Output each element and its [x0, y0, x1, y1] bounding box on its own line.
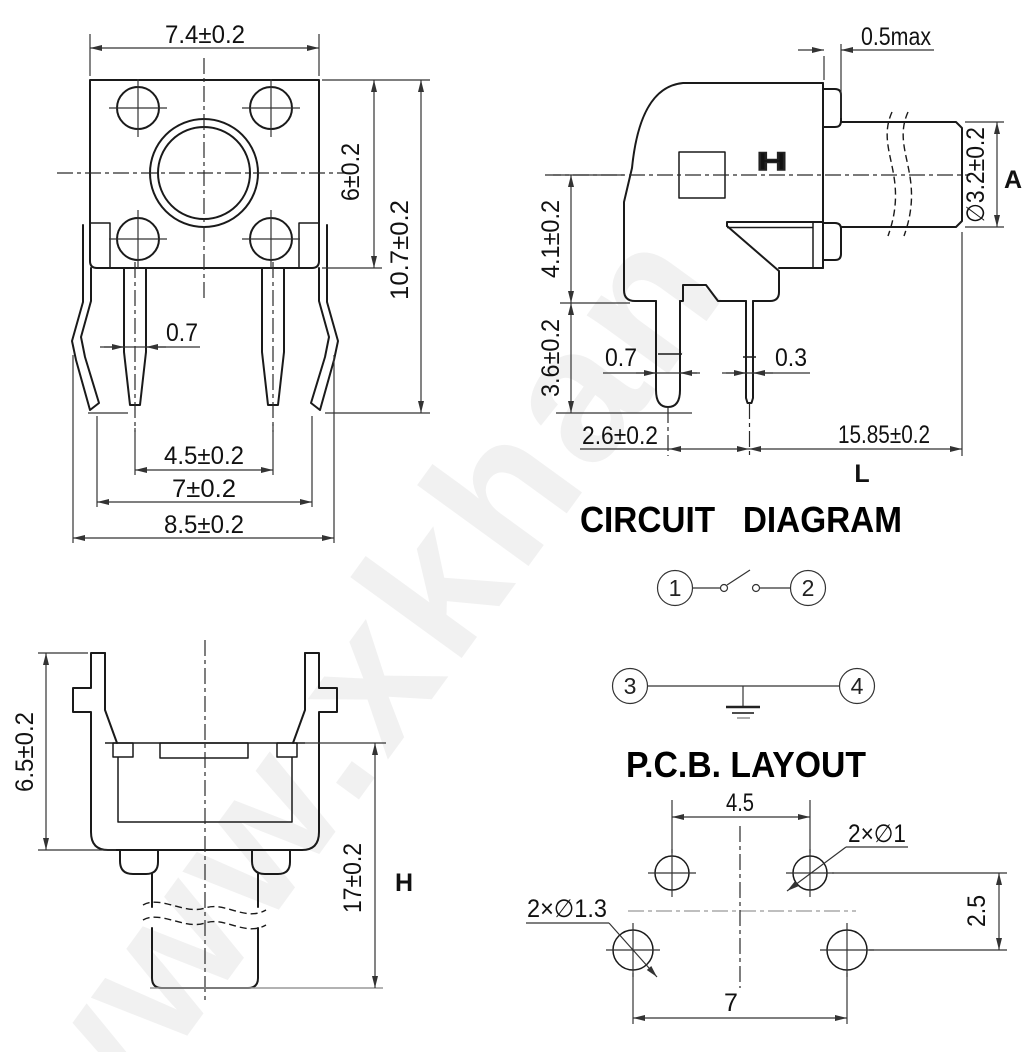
stem-break-line — [142, 901, 267, 915]
side-dim-pin-length: 3.6±0.2 — [537, 319, 565, 397]
stem-break-line — [142, 916, 267, 930]
terminal-circle-3 — [611, 667, 649, 705]
ground-symbol-icon — [726, 686, 760, 719]
front-dim-pin-width: 0.7 — [166, 319, 198, 347]
terminal-circle-4 — [838, 667, 876, 705]
pcb-dim-bottom-pitch: 7 — [724, 989, 738, 1017]
circuit-title: CIRCUIT DIAGRAM — [580, 499, 902, 540]
side-shaft-axis-label: A — [1004, 166, 1022, 194]
terminal-circle-2 — [789, 569, 827, 607]
pcb-dim-row-pitch: 2.5 — [963, 895, 991, 927]
front-view: 7.4±0.2 6±0.2 10.7±0.2 0.7 4.5±0.2 7±0.2… — [57, 21, 430, 543]
switch-arm-icon — [726, 569, 751, 586]
front-dim-pin-pitch: 4.5±0.2 — [164, 442, 244, 470]
terminal-1-label: 1 — [669, 575, 682, 601]
terminal-circle-1 — [656, 569, 694, 607]
terminal-4-label: 4 — [851, 673, 864, 699]
side-shaft-length-label: L — [854, 460, 869, 488]
side-dim-pin-offset: 2.6±0.2 — [582, 422, 658, 450]
switch-contact-icon — [719, 583, 729, 593]
side-dim-front-pin-width: 0.7 — [605, 344, 637, 372]
side-view-centerlines — [545, 174, 970, 456]
side-view: H — [537, 23, 1022, 488]
front-view-centerlines — [57, 58, 350, 432]
front-dim-overall-width: 8.5±0.2 — [164, 511, 244, 539]
side-body-mark: H — [757, 148, 787, 176]
side-view-dimensions — [553, 44, 1004, 456]
front-dim-leg-span: 7±0.2 — [172, 475, 236, 503]
front-view-dimensions — [72, 34, 430, 543]
side-dim-mid-pin-width: 0.3 — [775, 344, 807, 372]
pcb-large-hole-label: 2×∅1.3 — [527, 895, 607, 923]
circuit-diagram: CIRCUIT DIAGRAM 1 2 3 4 — [580, 499, 902, 719]
bottom-dim-total-height: 17±0.2 — [339, 843, 367, 913]
terminal-2-label: 2 — [802, 575, 815, 601]
bottom-view: 6.5±0.2 17±0.2 H — [11, 640, 413, 1000]
side-dim-shaft-dia: ∅3.2±0.2 — [962, 127, 990, 223]
side-dim-body-half: 4.1±0.2 — [537, 200, 565, 278]
pcb-dimensions — [526, 800, 1007, 1024]
bottom-total-height-label: H — [395, 869, 413, 897]
front-view-outline — [71, 79, 339, 411]
side-dim-shaft-length: 15.85±0.2 — [838, 421, 930, 449]
front-dim-body-height: 6±0.2 — [337, 143, 365, 201]
front-dim-width: 7.4±0.2 — [165, 21, 245, 49]
pcb-dim-top-pitch: 4.5 — [726, 789, 754, 817]
bottom-view-dimensions — [38, 652, 386, 988]
terminal-3-label: 3 — [624, 673, 637, 699]
pcb-title: P.C.B. LAYOUT — [626, 744, 866, 785]
shaft-break-line — [886, 111, 897, 237]
pcb-small-hole-label: 2×∅1 — [848, 820, 906, 848]
front-dim-total-height: 10.7±0.2 — [386, 200, 414, 300]
switch-contact-icon — [751, 583, 761, 593]
side-dim-top-offset: 0.5max — [861, 23, 931, 51]
bottom-dim-bracket-height: 6.5±0.2 — [11, 712, 39, 792]
shaft-break-line — [902, 111, 913, 237]
pcb-layout: P.C.B. LAYOUT — [526, 744, 1007, 1024]
